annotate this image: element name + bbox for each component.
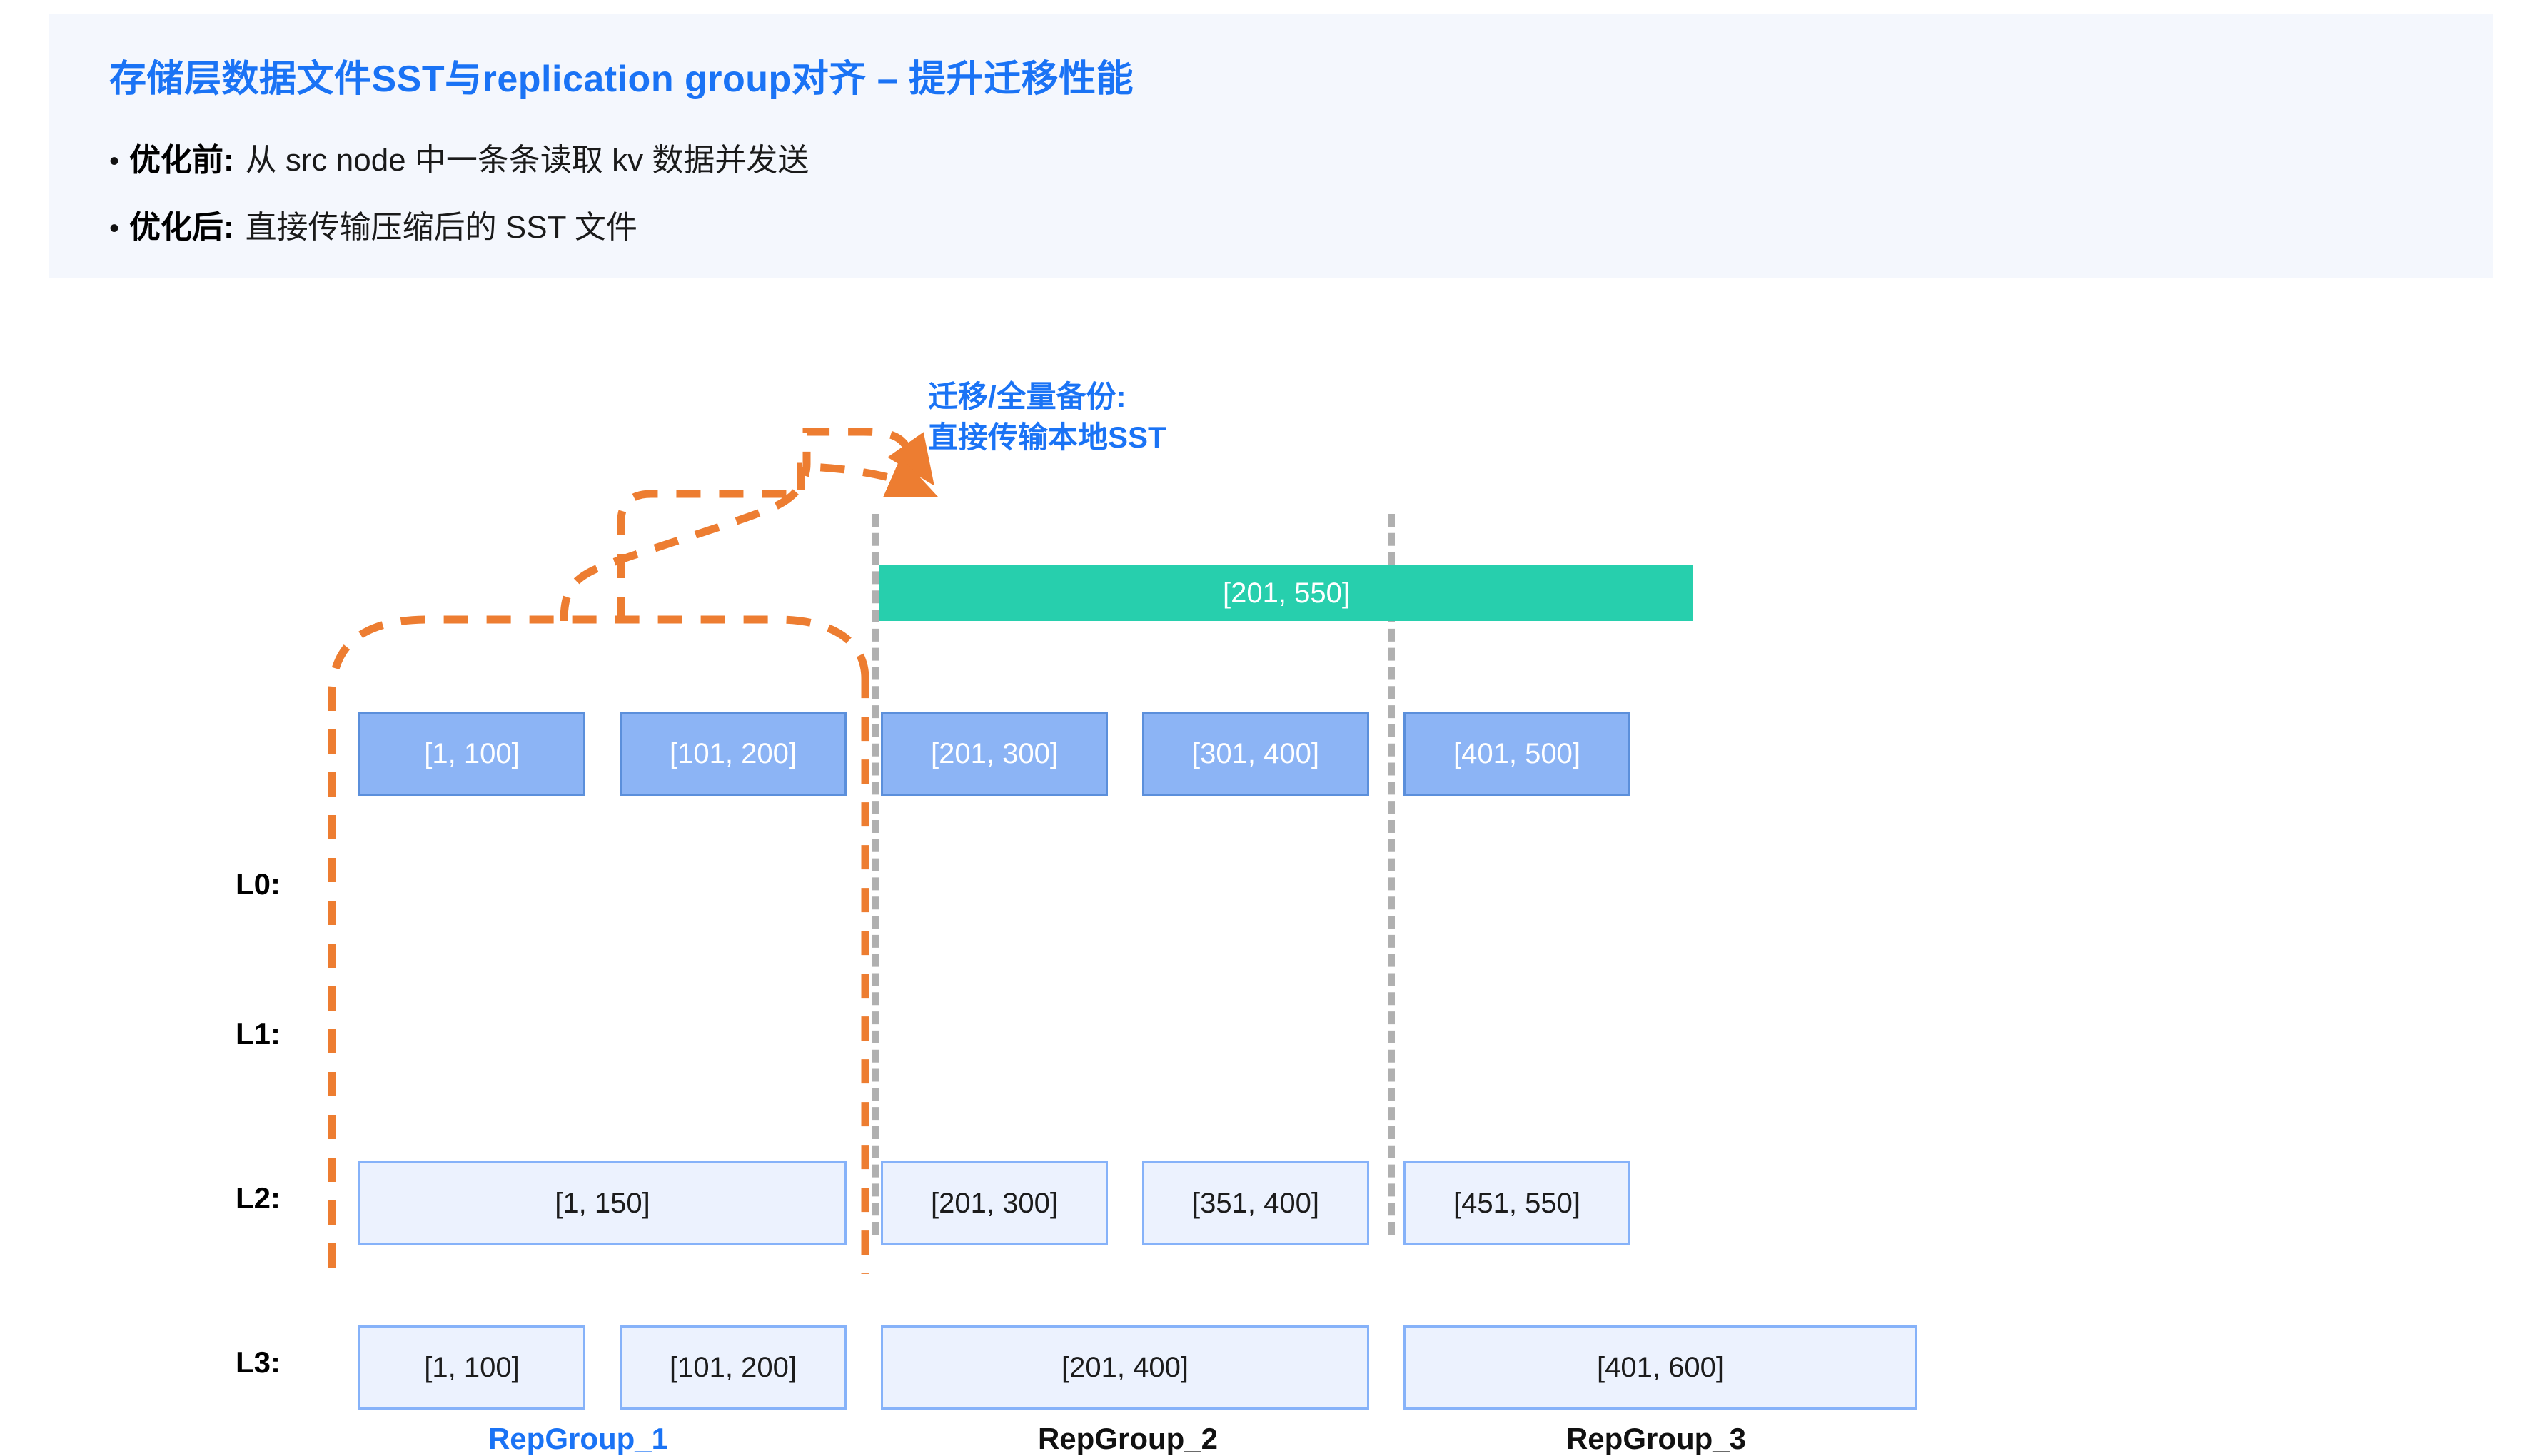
- bullet-item-before: • 优化前: 从 src node 中一条条读取 kv 数据并发送: [109, 134, 809, 180]
- page-title: 存储层数据文件SST与replication group对齐 – 提升迁移性能: [109, 59, 1134, 100]
- sst-box-l2-0[interactable]: [1, 150]: [358, 1161, 847, 1245]
- group-caption-repgroup-1: RepGroup_1: [488, 1422, 669, 1455]
- bullet-label-before: 优化前:: [129, 143, 234, 178]
- group-separator-2: [1388, 514, 1395, 1235]
- level-label-l2: L2:: [236, 1181, 281, 1215]
- level-label-l1: L1:: [236, 1017, 281, 1051]
- sst-box-l2-2[interactable]: [351, 400]: [1142, 1161, 1369, 1245]
- bullet-text-before: 从 src node 中一条条读取 kv 数据并发送: [245, 143, 809, 178]
- sst-box-l3-1[interactable]: [101, 200]: [620, 1325, 847, 1410]
- sst-box-l3-2[interactable]: [201, 400]: [881, 1325, 1369, 1410]
- sst-box-l2-3[interactable]: [451, 550]: [1403, 1161, 1630, 1245]
- header-banner: 存储层数据文件SST与replication group对齐 – 提升迁移性能 …: [49, 14, 2493, 278]
- sst-box-l3-3[interactable]: [401, 600]: [1403, 1325, 1917, 1410]
- sst-box-l1-1[interactable]: [101, 200]: [620, 712, 847, 796]
- annotation-line-1: 迁移/全量备份:: [928, 380, 1126, 413]
- lsm-replication-diagram: 迁移/全量备份: 直接传输本地SST L0: L1: L2: L3: [201,…: [0, 285, 2542, 1455]
- group-separator-1: [872, 514, 879, 1235]
- migration-annotation: 迁移/全量备份: 直接传输本地SST: [928, 377, 1166, 457]
- sst-box-l1-4[interactable]: [401, 500]: [1403, 712, 1630, 796]
- bullet-text-after: 直接传输压缩后的 SST 文件: [245, 210, 637, 245]
- level-label-l0: L0:: [236, 867, 281, 901]
- annotation-line-2: 直接传输本地SST: [928, 420, 1166, 454]
- bullet-marker-icon: •: [109, 146, 120, 177]
- sst-box-l1-0[interactable]: [1, 100]: [358, 712, 585, 796]
- sst-box-l2-1[interactable]: [201, 300]: [881, 1161, 1108, 1245]
- level-label-l3: L3:: [236, 1345, 281, 1379]
- bullet-item-after: • 优化后: 直接传输压缩后的 SST 文件: [109, 201, 637, 247]
- group-caption-repgroup-3: RepGroup_3: [1565, 1422, 1747, 1455]
- sst-box-l1-2[interactable]: [201, 300]: [881, 712, 1108, 796]
- group-caption-repgroup-2: RepGroup_2: [1037, 1422, 1219, 1455]
- bullet-label-after: 优化后:: [129, 210, 234, 245]
- sst-box-l3-0[interactable]: [1, 100]: [358, 1325, 585, 1410]
- bullet-marker-icon: •: [109, 213, 120, 244]
- sst-box-l0-0[interactable]: [201, 550]: [879, 565, 1693, 621]
- sst-box-l1-3[interactable]: [301, 400]: [1142, 712, 1369, 796]
